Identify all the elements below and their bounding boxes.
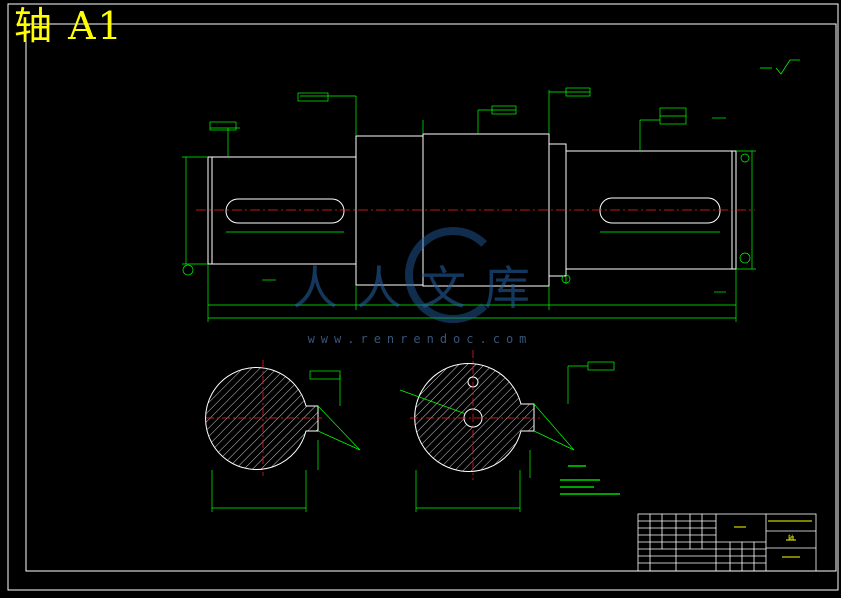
datum-markers [182,153,751,284]
title-block-marks [734,520,812,558]
main-dimensions [182,90,756,322]
inner-border [25,23,837,572]
gdt-frames [209,87,687,380]
title-block [637,513,817,572]
technical-notes [560,465,620,495]
outer-border [7,3,839,591]
roughness-symbol-icon [760,59,800,75]
section-view-right [399,350,588,512]
title-block-part-name: 轴 [788,534,794,542]
drawing-title: 轴 A1 [14,4,124,48]
section-view-left [205,360,361,512]
